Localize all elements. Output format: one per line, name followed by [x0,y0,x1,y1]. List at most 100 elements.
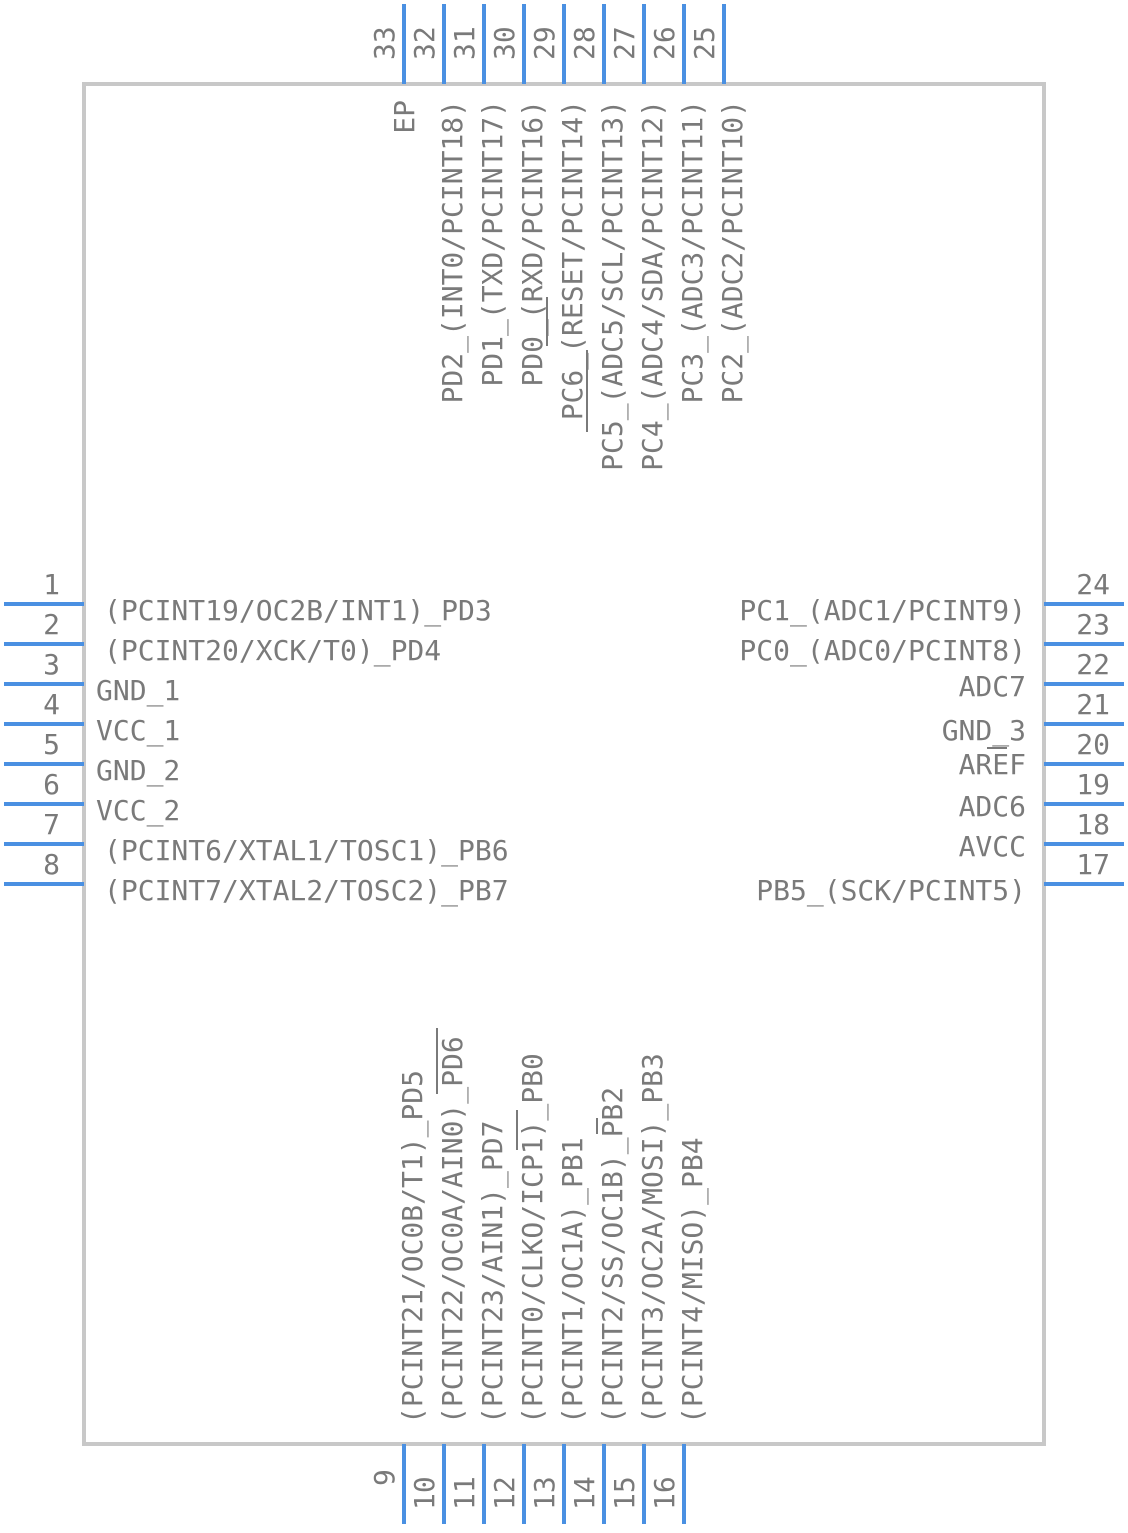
pin-21-name: GND_3 [942,714,1026,748]
pin-23-number: 23 [1076,608,1110,641]
pin-21[interactable]: 21 GND_3 [942,688,1124,748]
pin-14[interactable]: 14 (PCINT2/SS/OC1B)_PB2 [568,1087,630,1524]
pin-30[interactable]: 30 PD0_(RXD/PCINT16) [488,4,550,387]
pin-33-number: 33 [368,26,401,60]
pin-15-number: 15 [608,1476,641,1510]
pin-33[interactable]: 33 EP [368,4,421,134]
pin-31[interactable]: 31 PD1_(TXD/PCINT17) [448,4,510,387]
pin-27-number: 27 [608,26,641,60]
pin-3-number: 3 [43,648,60,681]
pin-13[interactable]: 13 (PCINT1/OC1A)_PB1 [528,1137,590,1524]
pin-11[interactable]: 11 (PCINT23/AIN1)_PD7 [448,1121,510,1524]
pin-8[interactable]: 8 (PCINT7/XTAL2/TOSC2)_PB7 [4,848,509,908]
top-pins: 33 EP 32 PD2_(INT0/PCINT18) 31 PD1_(TXD/… [368,4,750,471]
pin-19-name: ADC6 [959,790,1026,823]
pin-1-name: (PCINT19/OC2B/INT1)_PD3 [104,594,492,628]
pin-31-number: 31 [448,26,481,60]
bottom-pins: 9 (PCINT21/OC0B/T1)_PD5 10 (PCINT22/OC0A… [368,1028,710,1524]
pin-30-number: 30 [488,26,521,60]
pin-27[interactable]: 27 PC4_(ADC4/SDA/PCINT12) [608,4,670,471]
pin-28-number: 28 [568,26,601,60]
pin-15-name: (PCINT3/OC2A/MOSI)_PB3 [636,1053,670,1424]
pin-26-name: PC3_(ADC3/PCINT11) [676,100,710,403]
pin-15[interactable]: 15 (PCINT3/OC2A/MOSI)_PB3 [608,1053,670,1524]
pin-2-name: (PCINT20/XCK/T0)_PD4 [104,634,441,668]
pin-1[interactable]: 1 (PCINT19/OC2B/INT1)_PD3 [4,568,492,628]
pin-12-name: (PCINT0/CLKO/ICP1)_PB0 [516,1053,550,1424]
pin-13-name: (PCINT1/OC1A)_PB1 [556,1137,590,1424]
pin-4-name: VCC_1 [96,714,180,748]
pin-3-name: GND_1 [96,674,180,708]
pin-1-number: 1 [43,568,60,601]
pin-29[interactable]: 29 PC6_(RESET/PCINT14) [528,4,590,432]
pin-6[interactable]: 6 VCC_2 [4,768,180,828]
pin-27-name: PC4_(ADC4/SDA/PCINT12) [636,100,670,471]
pin-5-number: 5 [43,728,60,761]
pin-23-name: PC0_(ADC0/PCINT8) [739,634,1026,668]
pin-2-number: 2 [43,608,60,641]
pin-5[interactable]: 5 GND_2 [4,728,180,788]
pin-24[interactable]: 24 PC1_(ADC1/PCINT9) [739,568,1124,628]
pin-12[interactable]: 12 (PCINT0/CLKO/ICP1)_PB0 [488,1053,550,1524]
pin-12-number: 12 [488,1476,521,1510]
pin-22[interactable]: 22 ADC7 [959,648,1124,703]
pin-6-number: 6 [43,768,60,801]
pin-22-number: 22 [1076,648,1110,681]
pin-17[interactable]: 17 PB5_(SCK/PCINT5) [756,848,1124,908]
pin-4-number: 4 [43,688,60,721]
pin-26[interactable]: 26 PC3_(ADC3/PCINT11) [648,4,710,403]
pin-10[interactable]: 10 (PCINT22/OC0A/AIN0)_PD6 [408,1028,470,1524]
pin-19[interactable]: 19 ADC6 [959,768,1124,823]
pin-11-name: (PCINT23/AIN1)_PD7 [476,1121,510,1424]
pin-16-number: 16 [648,1476,681,1510]
pin-9[interactable]: 9 (PCINT21/OC0B/T1)_PD5 [368,1070,430,1524]
pin-23[interactable]: 23 PC0_(ADC0/PCINT8) [739,608,1124,668]
pin-18-name: AVCC [959,830,1026,863]
ic-body-outline [82,82,1046,1446]
pin-25-name: PC2_(ADC2/PCINT10) [716,100,750,403]
pin-29-number: 29 [528,26,561,60]
pin-33-name: EP [388,100,421,134]
pin-32-number: 32 [408,26,441,60]
pin-18-number: 18 [1076,808,1110,841]
pin-24-number: 24 [1076,568,1110,601]
pin-11-number: 11 [448,1476,481,1510]
pin-10-name: (PCINT22/OC0A/AIN0)_PD6 [436,1036,470,1424]
pin-16[interactable]: 16 (PCINT4/MISO)_PB4 [648,1137,710,1524]
pin-7[interactable]: 7 (PCINT6/XTAL1/TOSC1)_PB6 [4,808,509,868]
pin-9-number: 9 [368,1469,401,1486]
pin-2[interactable]: 2 (PCINT20/XCK/T0)_PD4 [4,608,441,668]
pin-25[interactable]: 25 PC2_(ADC2/PCINT10) [688,4,750,403]
left-pins: 1 (PCINT19/OC2B/INT1)_PD3 2 (PCINT20/XCK… [4,568,509,908]
pin-8-name: (PCINT7/XTAL2/TOSC2)_PB7 [104,874,509,908]
pin-29-name: PC6_(RESET/PCINT14) [556,100,590,420]
pin-30-name: PD0_(RXD/PCINT16) [516,100,550,387]
pin-3[interactable]: 3 GND_1 [4,648,180,708]
pin-25-number: 25 [688,26,721,60]
pin-20-number: 20 [1076,728,1110,761]
pin-20-name: AREF [959,748,1026,781]
pin-13-number: 13 [528,1476,561,1510]
pin-17-number: 17 [1076,848,1110,881]
right-pins: 24 PC1_(ADC1/PCINT9) 23 PC0_(ADC0/PCINT8… [739,568,1124,908]
pin-32[interactable]: 32 PD2_(INT0/PCINT18) [408,4,470,403]
pin-19-number: 19 [1076,768,1110,801]
pin-9-name: (PCINT21/OC0B/T1)_PD5 [396,1070,430,1424]
pin-21-number: 21 [1076,688,1110,721]
pin-28-name: PC5_(ADC5/SCL/PCINT13) [596,100,630,471]
pin-31-name: PD1_(TXD/PCINT17) [476,100,510,387]
pin-28[interactable]: 28 PC5_(ADC5/SCL/PCINT13) [568,4,630,471]
pin-26-number: 26 [648,26,681,60]
pin-18[interactable]: 18 AVCC [959,808,1124,863]
pin-4[interactable]: 4 VCC_1 [4,688,180,748]
pin-17-name: PB5_(SCK/PCINT5) [756,874,1026,908]
pin-14-number: 14 [568,1476,601,1510]
pin-20[interactable]: 20 AREF [959,728,1124,781]
pin-5-name: GND_2 [96,754,180,788]
pin-7-number: 7 [43,808,60,841]
pin-16-name: (PCINT4/MISO)_PB4 [676,1137,710,1424]
pin-10-number: 10 [408,1476,441,1510]
pin-14-name: (PCINT2/SS/OC1B)_PB2 [596,1087,630,1424]
